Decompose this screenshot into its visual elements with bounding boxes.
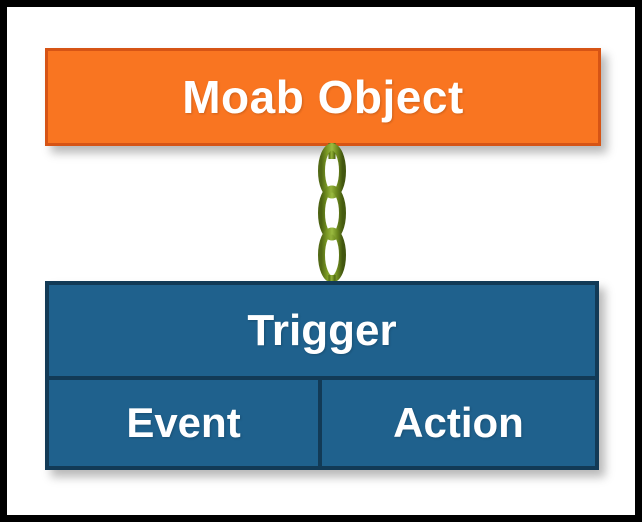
node-action[interactable]: Action bbox=[322, 380, 595, 466]
node-event-label: Event bbox=[126, 399, 241, 446]
chain-connector bbox=[310, 143, 354, 293]
node-event[interactable]: Event bbox=[49, 380, 322, 466]
node-trigger[interactable]: Trigger Event Action bbox=[45, 281, 599, 470]
node-action-label: Action bbox=[393, 399, 524, 446]
chain-link-icon bbox=[318, 143, 346, 293]
node-trigger-children: Event Action bbox=[49, 380, 595, 466]
node-moab-object-label: Moab Object bbox=[182, 71, 464, 123]
node-trigger-header[interactable]: Trigger bbox=[49, 285, 595, 380]
node-trigger-label: Trigger bbox=[247, 305, 397, 355]
node-moab-object[interactable]: Moab Object bbox=[45, 48, 601, 146]
diagram-canvas: Moab Object bbox=[7, 7, 635, 515]
